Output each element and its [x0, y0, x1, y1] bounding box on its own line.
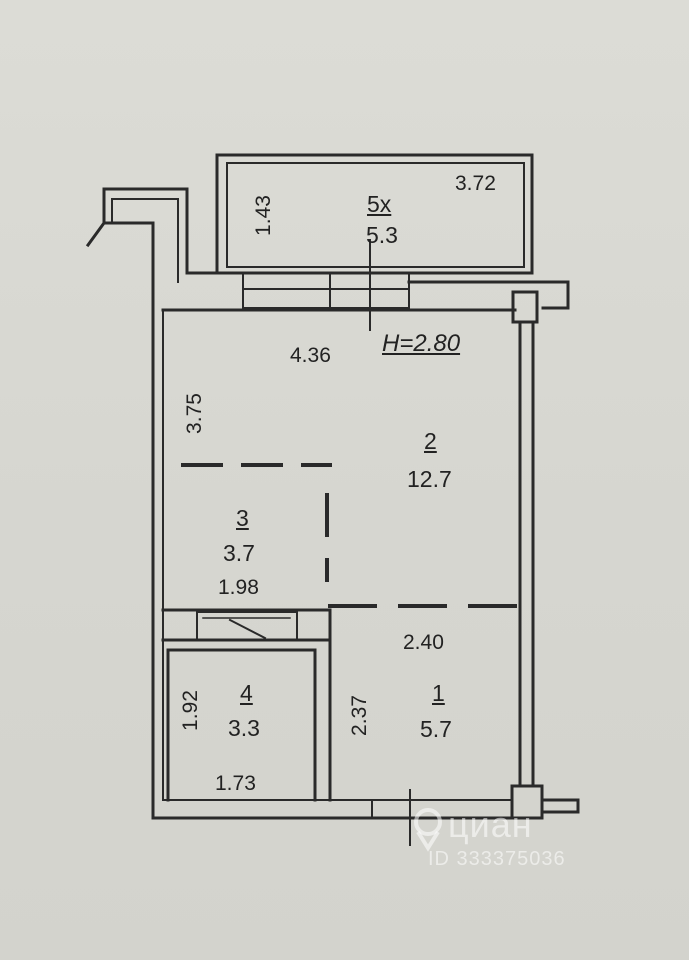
balcony-depth-dim: 1.43 [251, 195, 275, 236]
room3-height-dim: 3.75 [182, 393, 206, 434]
balcony-inner [226, 162, 525, 268]
column-top [511, 290, 539, 324]
column-bottom [510, 784, 544, 820]
bath-fixture [196, 611, 298, 641]
room2-area: 12.7 [407, 466, 452, 492]
room4-width-dim: 1.73 [215, 772, 256, 795]
room2-number: 2 [424, 428, 437, 454]
watermark-id: ID 333375036 [428, 848, 566, 870]
entry-wall-stub [85, 187, 219, 275]
balcony-window [242, 272, 410, 309]
watermark-brand: циан [448, 804, 533, 845]
room5-number: 5х [367, 191, 392, 217]
room1-height-dim: 2.37 [347, 695, 371, 736]
room3-width-dim: 1.98 [218, 576, 259, 599]
ceiling-height-label: H=2.80 [382, 330, 461, 357]
room4-area: 3.3 [228, 715, 260, 741]
room4-number: 4 [240, 680, 253, 706]
room1-number: 1 [432, 680, 445, 706]
map-pin-icon [414, 808, 442, 852]
room3-area: 3.7 [223, 540, 255, 566]
balcony-width-dim: 3.72 [455, 172, 496, 195]
room2-width-dim: 4.36 [290, 344, 331, 367]
room1-area: 5.7 [420, 716, 452, 742]
room1-width-dim: 2.40 [403, 631, 444, 654]
room5-area: 5.3 [366, 222, 398, 248]
room3-number: 3 [236, 505, 249, 531]
room4-height-dim: 1.92 [178, 690, 202, 731]
